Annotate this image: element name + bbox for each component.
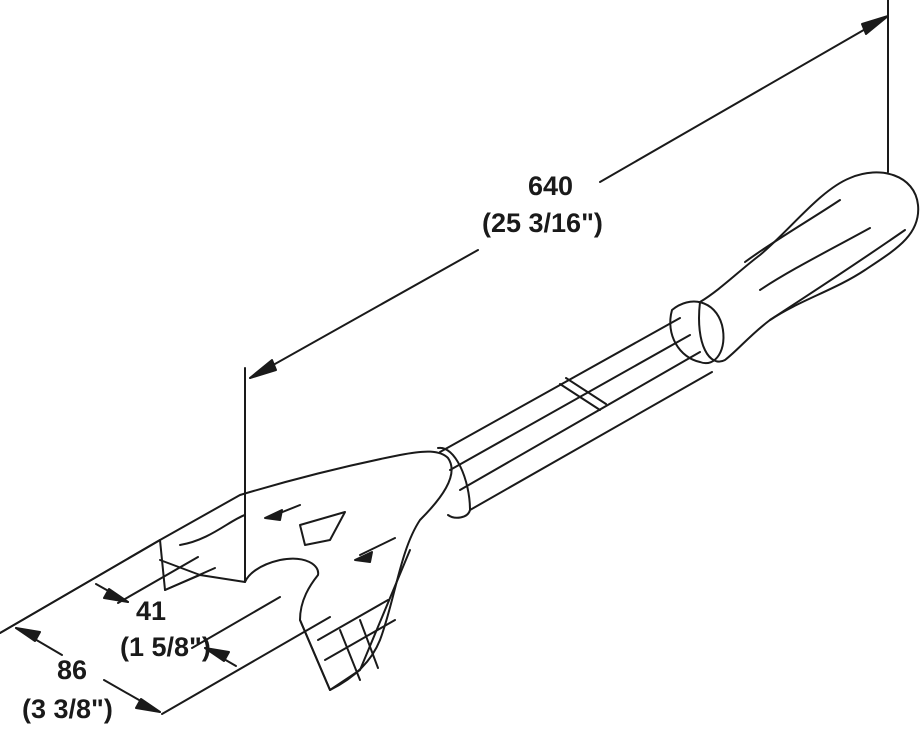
opening-inch-label: (1 5/8") xyxy=(120,632,211,662)
handle xyxy=(669,171,920,365)
length-mm-label: 640 xyxy=(528,171,574,201)
width-dimension-lines xyxy=(0,539,331,715)
length-dimension-line xyxy=(244,0,889,583)
fork-head xyxy=(159,450,453,691)
length-inch-label: (25 3/16") xyxy=(482,208,603,238)
width-inch-label: (3 3/8") xyxy=(22,694,113,724)
opening-mm-label: 41 xyxy=(136,596,167,626)
width-mm-label: 86 xyxy=(57,655,88,685)
shaft xyxy=(437,317,713,519)
